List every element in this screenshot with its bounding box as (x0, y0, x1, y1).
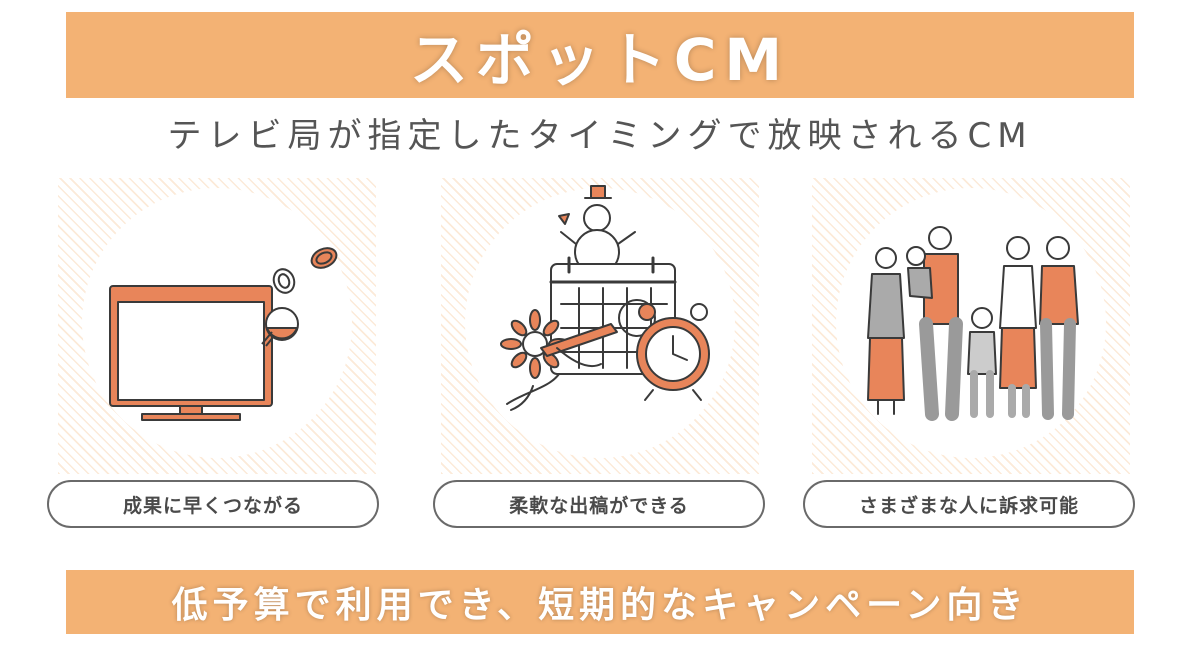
feature-pill-3: さまざまな人に訴求可能 (803, 480, 1135, 528)
feature-label: 成果に早くつながる (122, 494, 303, 517)
feature-label: さまざまな人に訴求可能 (858, 494, 1079, 517)
feature-panel-3 (812, 178, 1130, 474)
tv-coins-icon (109, 247, 338, 421)
title-banner: スポットCM (66, 12, 1134, 98)
calendar-clock-icon (500, 185, 710, 411)
feature-label: 柔軟な出稿ができる (509, 494, 689, 517)
tagline-banner: 低予算で利用でき、短期的なキャンペーン向き (66, 570, 1134, 634)
feature-pill-2: 柔軟な出稿ができる (433, 480, 765, 528)
feature-pill-1: 成果に早くつながる (47, 480, 379, 528)
feature-panel-1 (58, 178, 376, 474)
family-icon (867, 226, 1079, 421)
page-subtitle: テレビ局が指定したタイミングで放映されるCM (167, 116, 1033, 156)
page-title: スポットCM (409, 26, 791, 94)
tagline: 低予算で利用でき、短期的なキャンペーン向き (171, 585, 1029, 626)
feature-panel-2 (441, 178, 759, 474)
